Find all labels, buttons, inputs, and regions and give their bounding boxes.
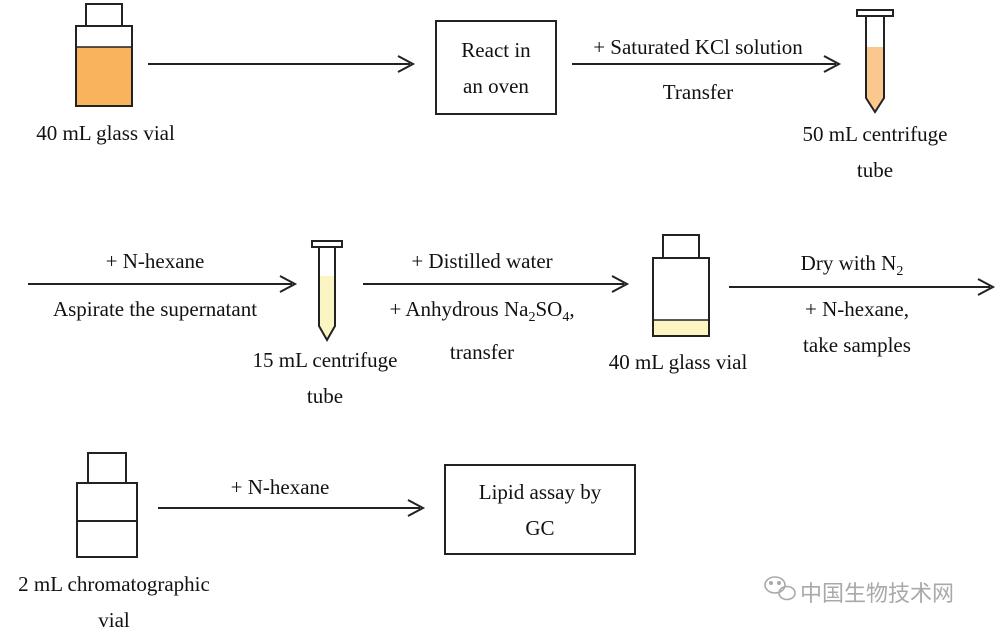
vial-label-40ml-2: 40 mL glass vial (608, 350, 748, 374)
react-oven-line1: React in (461, 37, 531, 62)
arrow-to-oven (148, 55, 416, 73)
tube-label-50ml-line1: 50 mL centrifuge (802, 122, 948, 146)
vial-label-40ml: 40 mL glass vial (36, 121, 175, 145)
tube-cap (311, 240, 343, 248)
vial-label-2ml: 2 mL chromatographic vial (0, 571, 228, 633)
take-samples-line2: take samples (803, 333, 911, 357)
lipid-assay-line2: GC (525, 515, 555, 540)
lipid-assay-box: Lipid assay by GC (444, 464, 636, 555)
arrow-label-kcl: + Saturated KCl solution (593, 35, 803, 59)
tube-label-15ml: 15 mL centrifuge tube (225, 347, 425, 409)
lipid-assay-line1: Lipid assay by (478, 479, 602, 504)
tube-label-15ml-line1: 15 mL centrifuge (252, 348, 398, 372)
arrow-label-distilled-water: + Distilled water (411, 249, 553, 273)
vial-cap (662, 234, 700, 259)
arrow-label-transfer: Transfer (662, 80, 734, 104)
tube-outline (865, 17, 885, 114)
arrow-label-na2so4: + Anhydrous Na2SO4, transfer (362, 296, 602, 365)
vial-label-2ml-line1: 2 mL chromatographic (18, 572, 210, 596)
vial-label-2ml-line2: vial (98, 608, 130, 632)
tube-label-15ml-line2: tube (306, 384, 344, 408)
react-oven-line2: an oven (463, 73, 529, 98)
na2so4-line1: + Anhydrous Na2SO4, (389, 297, 575, 326)
watermark-text: 中国生物技术网 (800, 582, 955, 607)
chromatographic-vial (76, 452, 138, 558)
arrow-to-15ml-tube (28, 275, 298, 293)
arrow-label-dry-n2: Dry with N2 (800, 251, 904, 280)
take-samples-line1: + N-hexane, (805, 297, 909, 321)
tube-liquid (866, 47, 884, 112)
wechat-icon (764, 576, 796, 601)
arrow-to-50ml-tube (572, 55, 842, 73)
arrow-label-aspirate: Aspirate the supernatant (52, 297, 258, 321)
centrifuge-tube-50ml (856, 9, 894, 114)
arrow-to-40ml-vial (363, 275, 630, 293)
tube-cap (856, 9, 894, 17)
tube-outline (318, 248, 336, 343)
glass-vial-yellow (652, 234, 710, 337)
vial-liquid (77, 47, 131, 105)
react-oven-box: React in an oven (435, 20, 557, 115)
tube-label-50ml-line2: tube (856, 158, 894, 182)
na2so4-line2: transfer (449, 340, 515, 365)
vial-cap (87, 452, 127, 484)
vial-liquid (654, 320, 708, 335)
tube-liquid (319, 276, 335, 340)
arrow-dry (729, 278, 996, 296)
centrifuge-tube-15ml (311, 240, 343, 343)
glass-vial-orange (75, 3, 133, 107)
tube-label-50ml: 50 mL centrifuge tube (780, 121, 970, 183)
arrow-label-hexane-2: + N-hexane (230, 475, 330, 499)
arrow-label-take-samples: + N-hexane, take samples (752, 296, 962, 358)
arrow-to-gc (158, 499, 426, 517)
vial-cap (85, 3, 123, 27)
arrow-label-hexane-1: + N-hexane (105, 249, 205, 273)
